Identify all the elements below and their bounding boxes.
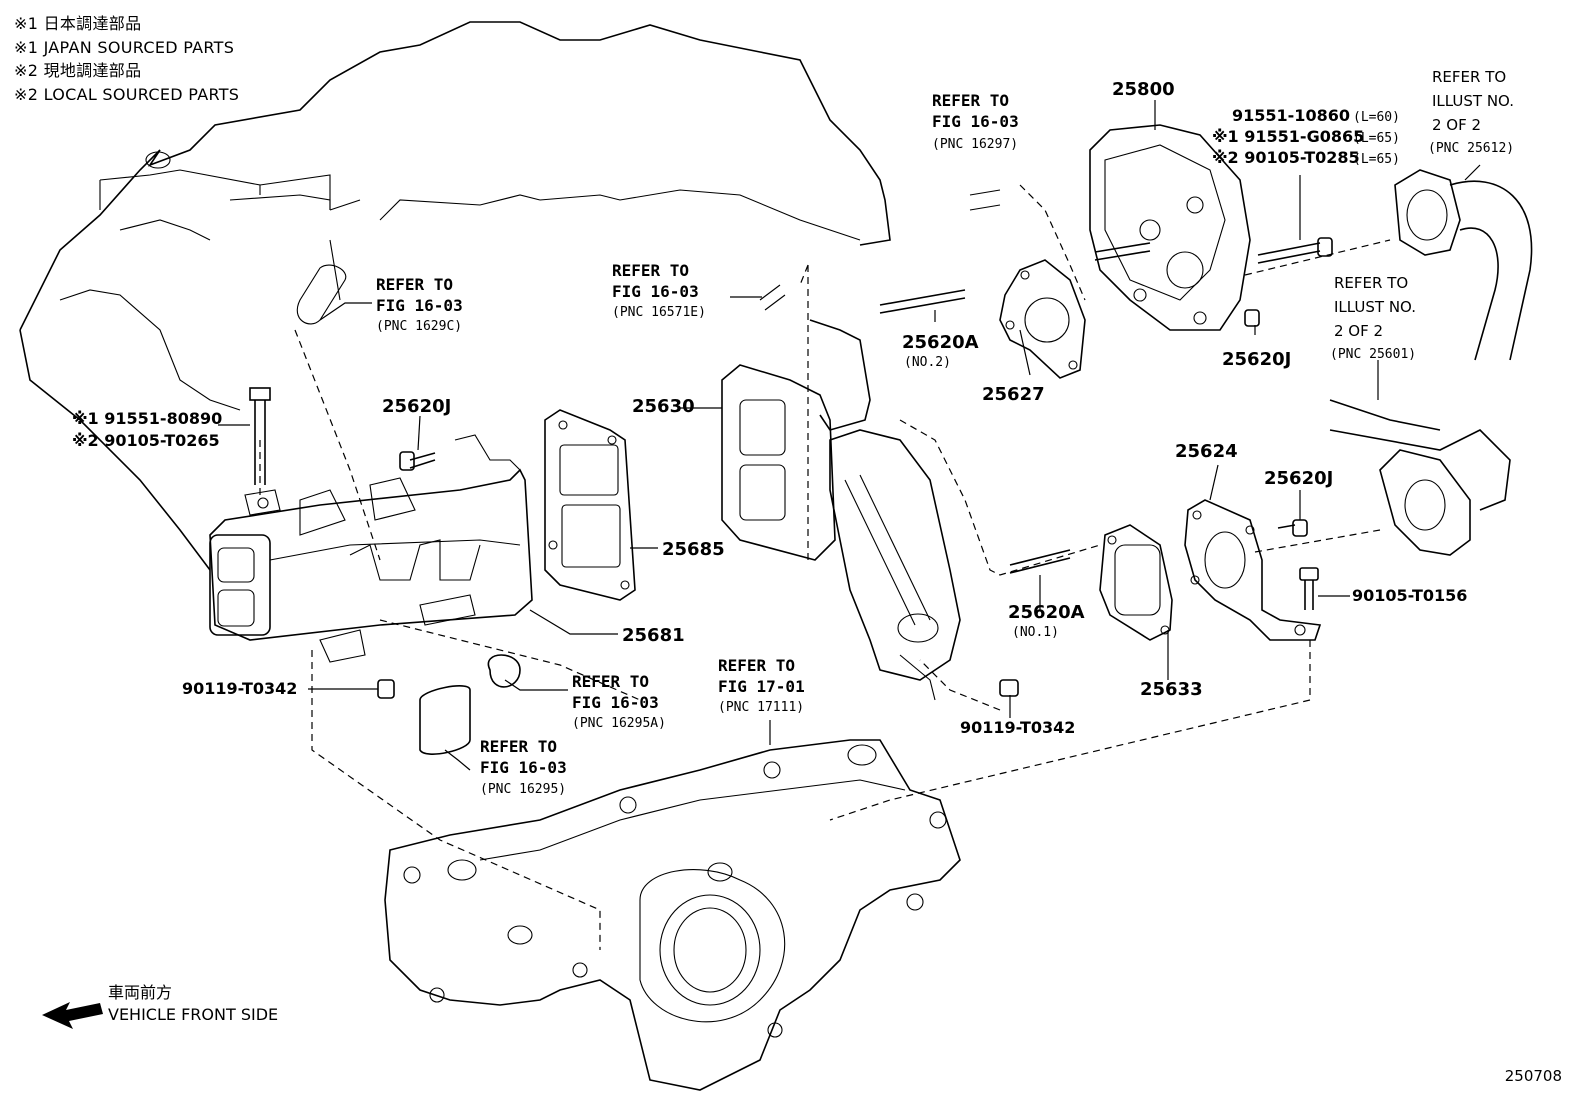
reference-callouts: REFER TO FIG 16-03 (PNC 1629C) REFER TO … (376, 68, 1514, 797)
label-bolt-90105-T0265[interactable]: ※2 90105-T0265 (72, 431, 220, 450)
label-25627[interactable]: 25627 (982, 384, 1045, 405)
egr-pipe-25601 (1329, 399, 1511, 556)
ref-25612-line1: REFER TO (1432, 68, 1506, 86)
egr-cooler-25800 (1089, 124, 1251, 331)
ref-25612-line3: 2 OF 2 (1432, 116, 1481, 134)
ref-16295A-line3: (PNC 16295A) (572, 716, 666, 731)
ref-pnc-16295A[interactable]: REFER TO FIG 16-03 (PNC 16295A) (572, 672, 666, 731)
vehicle-front-label: 車両前方 VEHICLE FRONT SIDE (108, 982, 278, 1026)
egr-valve-25630 (721, 319, 961, 701)
label-25630[interactable]: 25630 (632, 396, 695, 417)
ref-1629C-line3: (PNC 1629C) (376, 319, 462, 334)
note-2-jp: ※2 現地調達部品 (14, 61, 142, 80)
ref-pnc-17111[interactable]: REFER TO FIG 17-01 (PNC 17111) (718, 656, 805, 715)
label-bolt-91551-80890[interactable]: ※1 91551-80890 (72, 409, 222, 428)
label-90105-T0156[interactable]: 90105-T0156 (1352, 586, 1467, 605)
alignment-lines (259, 184, 1391, 950)
label-25620A-no2-sub: (NO.2) (904, 355, 951, 370)
note-1-en: ※1 JAPAN SOURCED PARTS (14, 37, 235, 57)
ref-16295-line2: FIG 16-03 (480, 758, 567, 777)
ref-1629C-line1: REFER TO (376, 275, 453, 294)
ref-16571E-line3: (PNC 16571E) (612, 305, 706, 320)
ref-pnc-25612[interactable]: REFER TO ILLUST NO. 2 OF 2 (PNC 25612) (1428, 68, 1514, 156)
part-labels: 25800 25620J 25630 25685 25681 25620A (N… (72, 79, 1467, 737)
vehicle-front-en: VEHICLE FRONT SIDE (108, 1005, 279, 1024)
label-90119-T0342-left[interactable]: 90119-T0342 (182, 679, 297, 698)
vehicle-front-jp: 車両前方 (108, 983, 173, 1002)
ref-17111-line3: (PNC 17111) (718, 700, 804, 715)
ref-16297-line3: (PNC 16297) (932, 137, 1018, 152)
plate-25624 (1184, 499, 1322, 641)
label-25800[interactable]: 25800 (1112, 79, 1175, 100)
egr-pipe-25612 (1394, 169, 1533, 361)
label-bolt-90105-T0285-len: (L=65) (1353, 152, 1400, 167)
gasket-25627 (999, 259, 1086, 379)
legend-notes: ※1 日本調達部品 ※1 JAPAN SOURCED PARTS ※2 現地調達… (14, 12, 239, 106)
ref-17111-line1: REFER TO (718, 656, 795, 675)
ref-16571E-line1: REFER TO (612, 261, 689, 280)
ref-16297-line1: REFER TO (932, 91, 1009, 110)
ref-pnc-16571E[interactable]: REFER TO FIG 16-03 (PNC 16571E) (612, 261, 706, 320)
leader-lines (218, 100, 1481, 771)
label-25620A-no1[interactable]: 25620A (1008, 602, 1085, 623)
ref-25612-line2: ILLUST NO. (1432, 92, 1514, 110)
ref-16295A-line1: REFER TO (572, 672, 649, 691)
label-bolt-91551-G0865[interactable]: ※1 91551-G0865 (1212, 127, 1364, 146)
label-bolt-91551-10860[interactable]: 91551-10860 (1232, 106, 1350, 125)
ref-16295A-line2: FIG 16-03 (572, 693, 659, 712)
ref-16571E-line2: FIG 16-03 (612, 282, 699, 301)
label-25620J-right[interactable]: 25620J (1222, 349, 1291, 370)
ref-16297-line2: FIG 16-03 (932, 112, 1019, 131)
label-25685[interactable]: 25685 (662, 539, 725, 560)
label-25620A-no1-sub: (NO.1) (1012, 625, 1059, 640)
ref-16295-line3: (PNC 16295) (480, 782, 566, 797)
note-2-en: ※2 LOCAL SOURCED PARTS (14, 84, 240, 104)
ref-pnc-1629C[interactable]: REFER TO FIG 16-03 (PNC 1629C) (376, 275, 463, 334)
label-25620J-lower[interactable]: 25620J (1264, 468, 1333, 489)
fasteners (249, 189, 1333, 755)
note-1-jp: ※1 日本調達部品 (14, 14, 142, 33)
label-25620A-no2[interactable]: 25620A (902, 332, 979, 353)
ref-25601-line2: ILLUST NO. (1334, 298, 1416, 316)
ref-1629C-line2: FIG 16-03 (376, 296, 463, 315)
label-bolt-91551-G0865-len: (L=65) (1353, 131, 1400, 146)
front-arrow-icon (42, 1002, 103, 1029)
gasket-25685 (544, 409, 636, 601)
label-25624[interactable]: 25624 (1175, 441, 1238, 462)
label-25633[interactable]: 25633 (1140, 679, 1203, 700)
ref-16295-line1: REFER TO (480, 737, 557, 756)
ref-pnc-25601[interactable]: REFER TO ILLUST NO. 2 OF 2 (PNC 25601) (1330, 274, 1416, 362)
intake-manifold (384, 739, 961, 1091)
label-90119-T0342-right[interactable]: 90119-T0342 (960, 718, 1075, 737)
label-25620J-top[interactable]: 25620J (382, 396, 451, 417)
engine-block-outline (19, 21, 891, 571)
label-bolt-90105-T0285[interactable]: ※2 90105-T0285 (1212, 148, 1360, 167)
ref-17111-line2: FIG 17-01 (718, 677, 805, 696)
label-bolt-91551-10860-len: (L=60) (1353, 110, 1400, 125)
ref-25601-line3: 2 OF 2 (1334, 322, 1383, 340)
ref-25601-line4: (PNC 25601) (1330, 347, 1416, 362)
ref-25601-line1: REFER TO (1334, 274, 1408, 292)
gasket-25633 (1099, 524, 1173, 641)
label-25681[interactable]: 25681 (622, 625, 685, 646)
illustration-code: 250708 (1504, 1067, 1562, 1085)
egr-cooler-25681 (209, 434, 533, 663)
ref-pnc-16295[interactable]: REFER TO FIG 16-03 (PNC 16295) (480, 737, 567, 797)
ref-pnc-16297[interactable]: REFER TO FIG 16-03 (PNC 16297) (932, 91, 1019, 152)
ref-25612-line4: (PNC 25612) (1428, 141, 1514, 156)
